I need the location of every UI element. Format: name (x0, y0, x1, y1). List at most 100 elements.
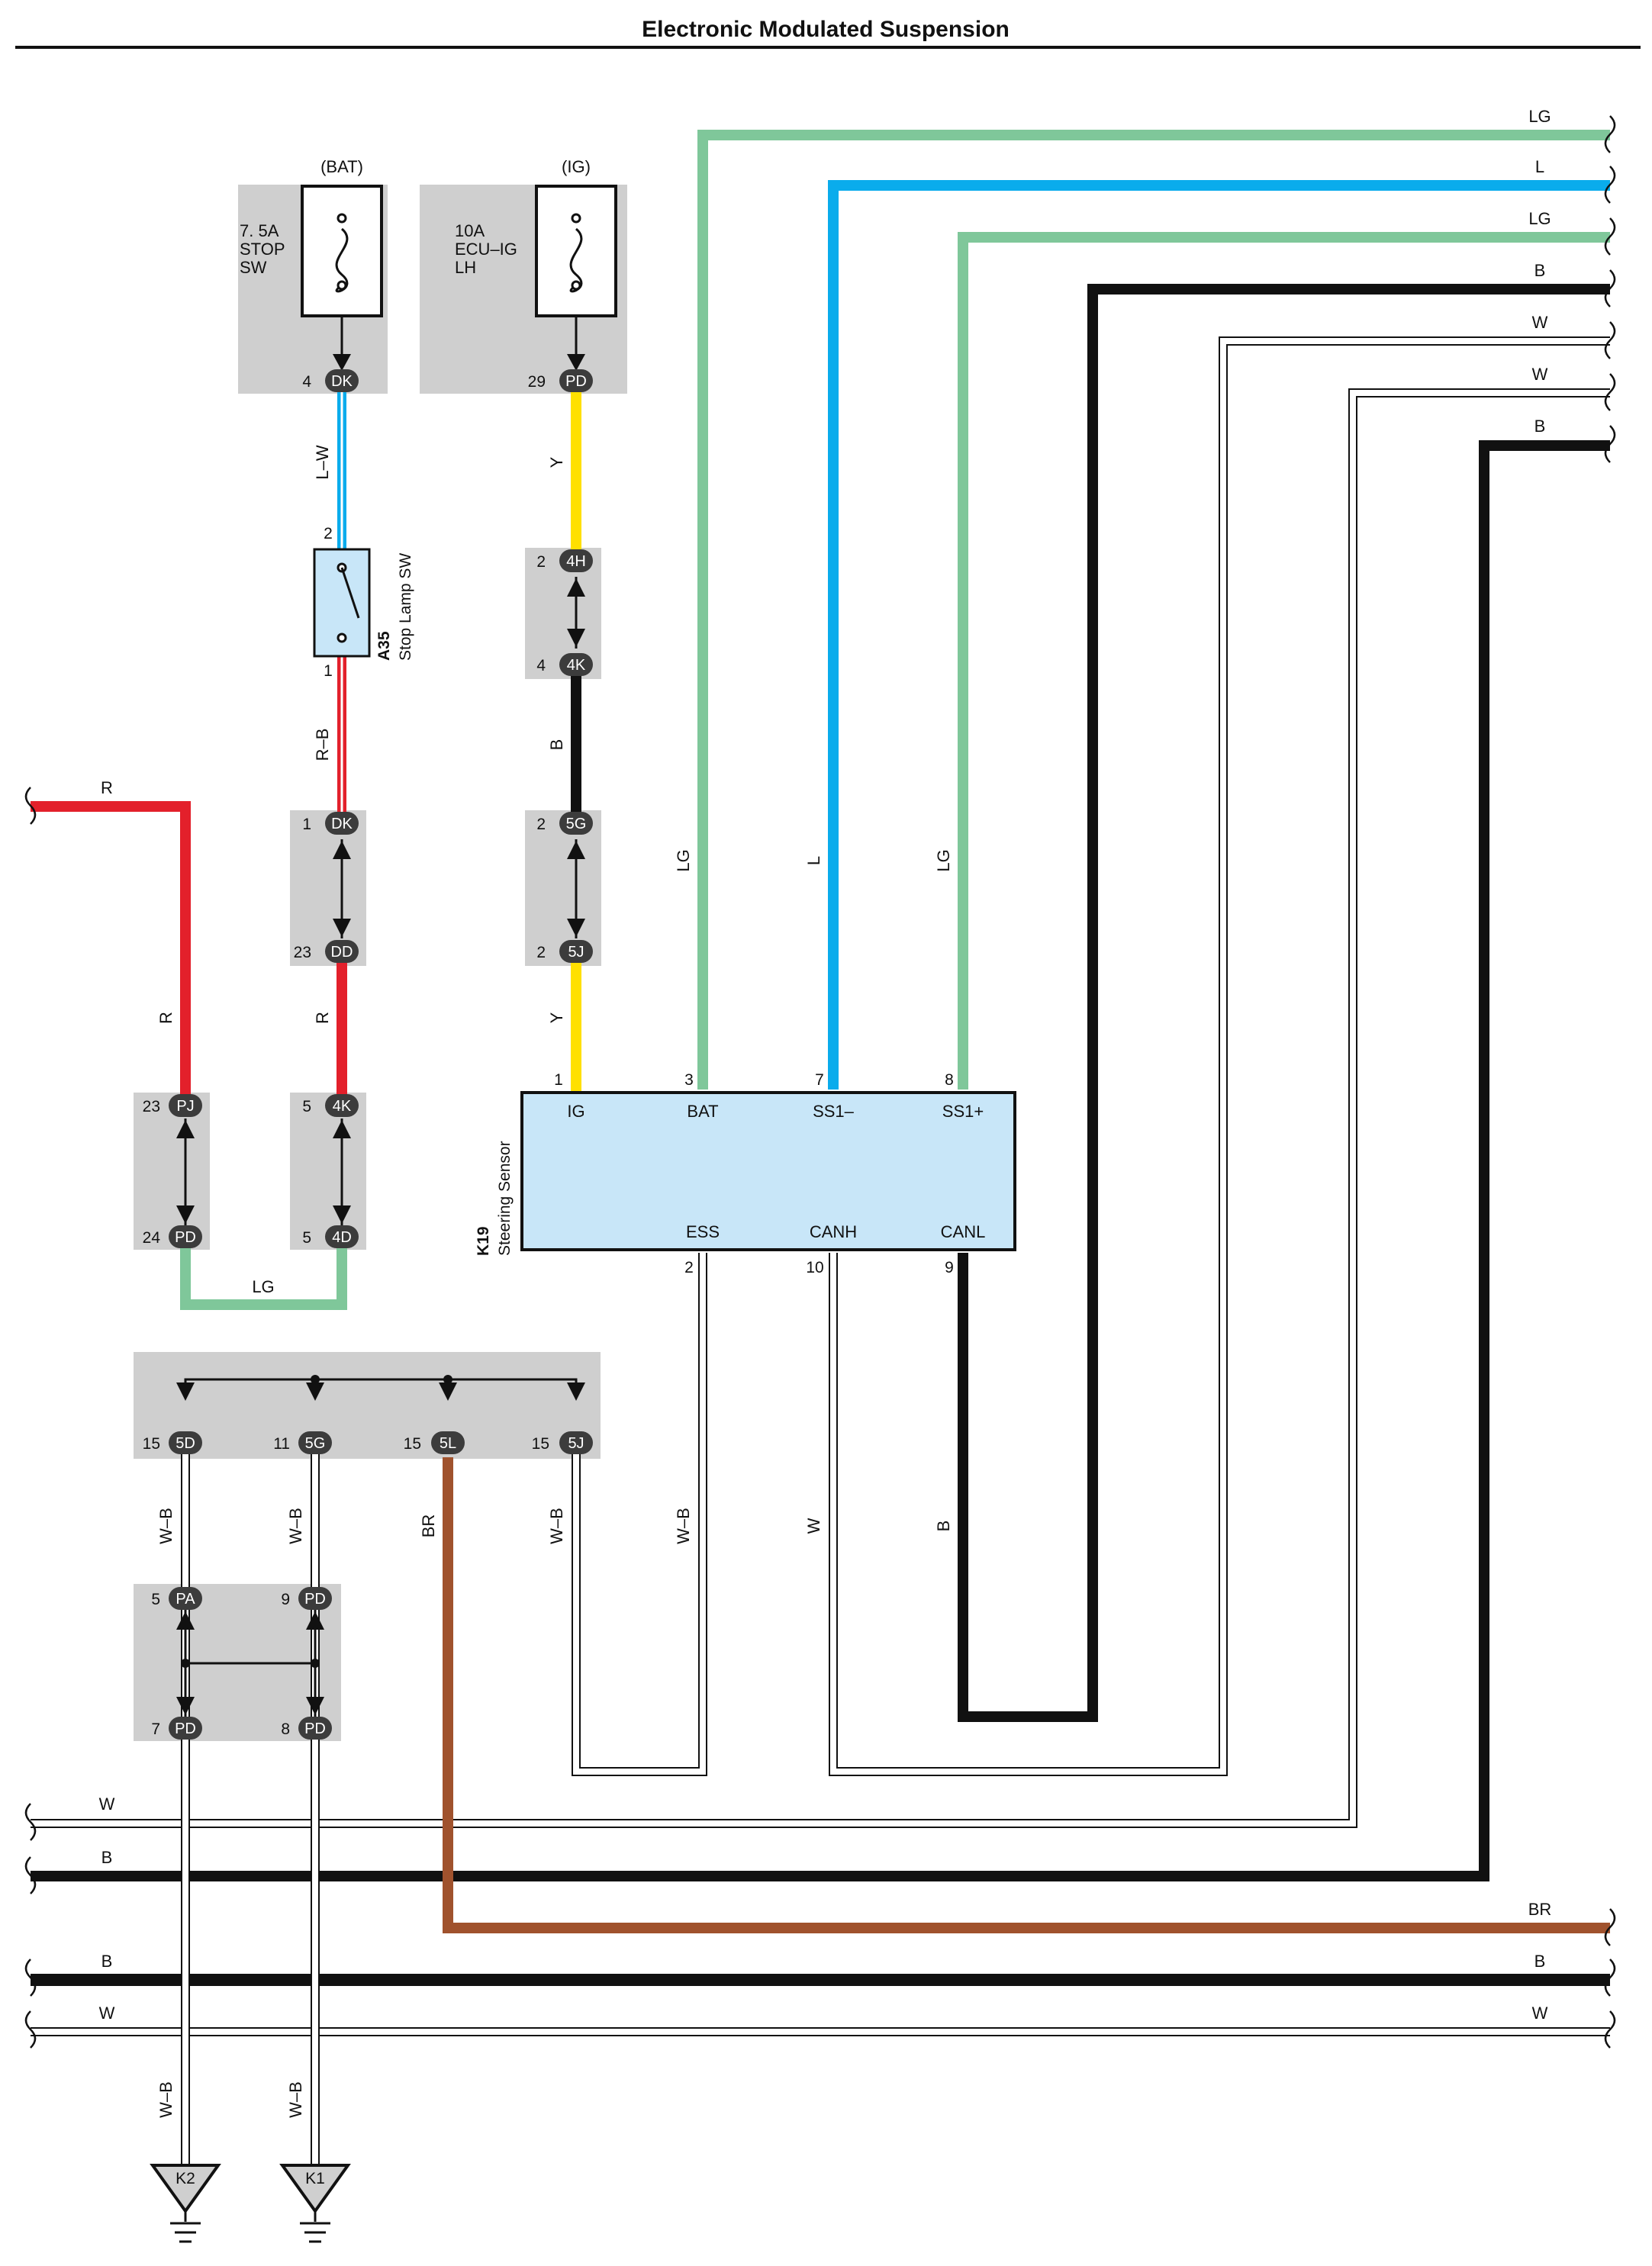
svg-text:15: 15 (143, 1435, 160, 1453)
terminal-ss1-plus: SS1+ (942, 1102, 984, 1121)
svg-text:15: 15 (404, 1435, 421, 1453)
fuse-supply-label: (IG) (562, 157, 591, 176)
pin-ess: 2 (684, 1259, 694, 1276)
terminal-ess: ESS (686, 1222, 720, 1241)
junction-box-pj-pd (134, 1093, 210, 1250)
connector-dk-1: DK 1 (302, 812, 359, 835)
ground-junction-box (134, 1352, 601, 1459)
svg-text:Y: Y (547, 1012, 566, 1023)
svg-text:L: L (1535, 157, 1544, 176)
svg-text:29: 29 (528, 373, 546, 391)
junction-box-dk-dd (290, 810, 366, 966)
svg-text:B: B (547, 739, 566, 751)
svg-text:1: 1 (302, 816, 311, 833)
svg-text:L–W: L–W (313, 445, 332, 479)
connector-dk-4: DK 4 (302, 369, 359, 392)
pin-ss1-plus: 8 (945, 1071, 954, 1089)
svg-text:B: B (101, 1952, 113, 1971)
ground-k1: K1 (279, 2164, 351, 2243)
connector-5g-11: 5G 11 (273, 1431, 332, 1454)
svg-text:B: B (934, 1521, 953, 1532)
switch-pin-bottom: 1 (324, 662, 333, 680)
svg-text:PA: PA (176, 1591, 195, 1608)
svg-text:LG: LG (934, 849, 953, 871)
svg-text:B: B (1534, 417, 1546, 436)
wire-lg-bat (697, 130, 1610, 1090)
connector-pd-8: PD 8 (281, 1717, 332, 1740)
ground-symbol-icon (279, 2164, 351, 2214)
connector-pd-24: PD 24 (143, 1225, 202, 1248)
svg-text:5L: 5L (440, 1435, 456, 1452)
svg-text:11: 11 (273, 1435, 290, 1453)
svg-text:W: W (1532, 2004, 1548, 2023)
svg-text:LG: LG (1528, 107, 1551, 126)
svg-text:W: W (1532, 365, 1548, 384)
svg-text:W: W (804, 1518, 823, 1534)
terminal-canl: CANL (941, 1222, 986, 1241)
bottom-harness (31, 1457, 1610, 2036)
svg-text:L: L (804, 856, 823, 865)
connector-pj-23: PJ 23 (143, 1094, 202, 1117)
sensor-id: K19 (475, 1226, 492, 1256)
page-title: Electronic Modulated Suspension (642, 17, 1010, 42)
svg-text:8: 8 (281, 1720, 290, 1738)
svg-text:W: W (99, 2004, 115, 2023)
svg-text:W–B: W–B (156, 2081, 176, 2118)
connector-dd-23: DD 23 (294, 940, 359, 963)
component-boxes (134, 185, 627, 1741)
svg-text:2: 2 (536, 816, 546, 833)
fuse-rating: 7. 5A (240, 221, 279, 240)
svg-text:5G: 5G (566, 816, 587, 832)
connector-5j-top: 5J 2 (536, 940, 593, 963)
pin-ig: 1 (554, 1071, 563, 1089)
wire-lg-loop (180, 1248, 347, 1310)
svg-text:K1: K1 (305, 2170, 325, 2187)
connector-pills: DK 4 PD 29 4H 2 4K 4 5G 2 5J 2 (143, 369, 593, 1740)
svg-text:BR: BR (419, 1514, 438, 1538)
wire-b-canl (958, 284, 1610, 1722)
svg-text:PD: PD (565, 373, 587, 390)
svg-text:24: 24 (143, 1229, 161, 1247)
fuse-element-icon (569, 227, 583, 293)
wire-b-cross (31, 440, 1610, 1881)
terminal-bat: BAT (687, 1102, 718, 1121)
fuse-name-line2: LH (455, 258, 476, 277)
pin-canh: 10 (806, 1259, 823, 1276)
terminal-canh: CANH (810, 1222, 857, 1241)
connector-pd-9: PD 9 (281, 1587, 332, 1610)
terminal-ig: IG (567, 1102, 584, 1121)
svg-text:R: R (313, 1012, 332, 1024)
svg-text:5: 5 (302, 1229, 311, 1247)
svg-text:5: 5 (151, 1591, 160, 1608)
connector-4h: 4H 2 (536, 549, 593, 572)
switch-name: Stop Lamp SW (397, 553, 414, 661)
svg-text:DK: DK (331, 816, 353, 832)
svg-text:7: 7 (151, 1720, 160, 1738)
fuse-ecu-ig: (IG) 10A ECU–IG LH (455, 157, 617, 336)
svg-text:LG: LG (1528, 209, 1551, 228)
fuse-supply-label: (BAT) (320, 157, 363, 176)
connector-4k-top: 4K 4 (536, 653, 593, 676)
svg-text:4: 4 (302, 373, 311, 391)
left-wires (31, 336, 707, 2167)
svg-text:PD: PD (304, 1591, 326, 1608)
svg-text:W–B: W–B (674, 1508, 693, 1544)
svg-text:5J: 5J (568, 1435, 584, 1452)
svg-text:R–B: R–B (313, 729, 332, 761)
svg-text:K2: K2 (176, 2170, 195, 2187)
wire-lg-ss1plus (958, 232, 1610, 1090)
svg-text:B: B (101, 1848, 113, 1867)
svg-text:W–B: W–B (286, 1508, 305, 1544)
wire-w-canh (830, 338, 1610, 1775)
connector-pa-5: PA 5 (151, 1587, 202, 1610)
connector-5l-15: 5L 15 (404, 1431, 465, 1454)
svg-text:LG: LG (674, 849, 693, 871)
svg-text:PD: PD (304, 1720, 326, 1737)
svg-text:9: 9 (281, 1591, 290, 1608)
connector-5d-15: 5D 15 (143, 1431, 202, 1454)
wire-wb-ess (573, 1253, 706, 1775)
svg-text:4H: 4H (566, 553, 586, 570)
stop-lamp-switch: 2 1 A35 Stop Lamp SW (313, 525, 414, 680)
connector-4d-5: 4D 5 (302, 1225, 359, 1248)
